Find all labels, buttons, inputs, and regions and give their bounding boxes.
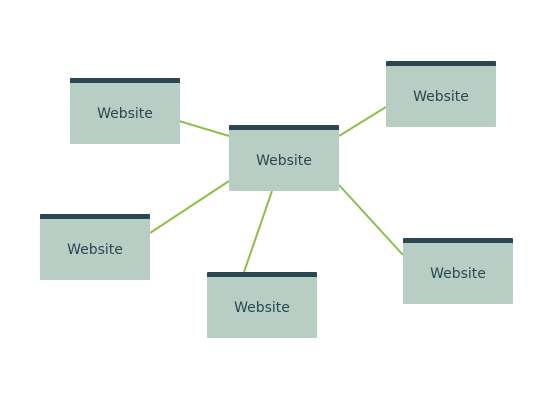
- connector-center-left: [149, 180, 230, 234]
- connector-center-bottom-right: [338, 184, 404, 256]
- website-node-center: Website: [229, 125, 339, 191]
- website-node-top-right: Website: [386, 61, 496, 127]
- website-label: Website: [97, 105, 153, 122]
- website-label: Website: [234, 299, 290, 316]
- website-node-left: Website: [40, 214, 150, 280]
- connector-center-top-right: [338, 106, 387, 137]
- website-label: Website: [67, 241, 123, 258]
- website-label: Website: [430, 265, 486, 282]
- website-node-bottom-right: Website: [403, 238, 513, 304]
- connector-center-bottom: [243, 190, 273, 273]
- website-label: Website: [413, 88, 469, 105]
- website-node-top-left: Website: [70, 78, 180, 144]
- connector-center-top-left: [178, 120, 230, 137]
- website-node-bottom: Website: [207, 272, 317, 338]
- website-label: Website: [256, 152, 312, 169]
